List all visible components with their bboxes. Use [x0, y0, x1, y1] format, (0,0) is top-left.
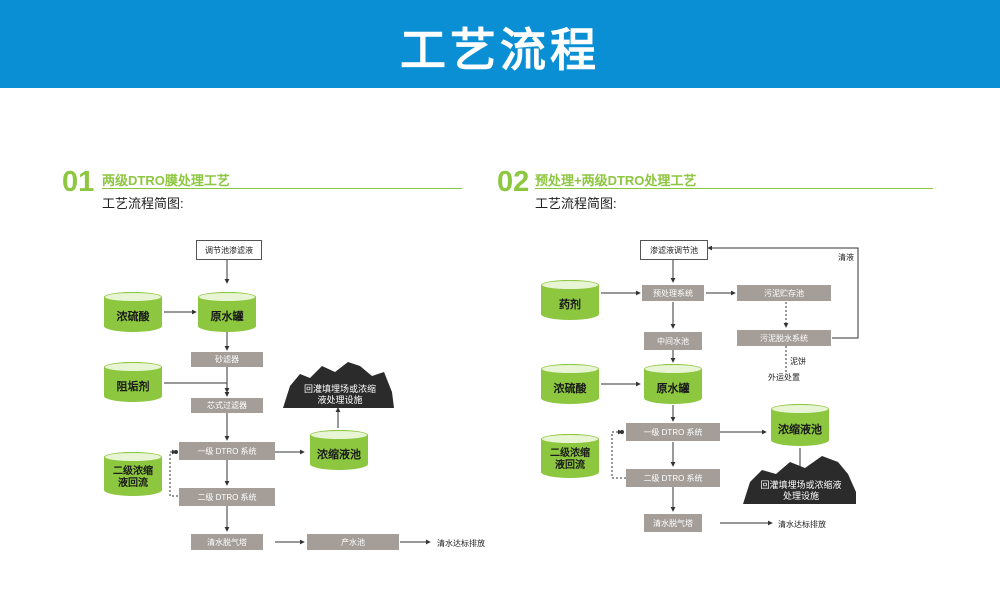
section2-subtitle: 工艺流程简图:	[535, 196, 617, 211]
section1-number: 01	[62, 166, 95, 198]
reflux-loop-1	[169, 449, 178, 497]
node-clear-liquid: 清液	[838, 253, 854, 262]
node-product-pool: 产水池	[307, 534, 399, 550]
section1-subtitle: 工艺流程简图:	[102, 196, 184, 211]
node-reinjection-2: 回灌填埋场或浓缩液处理设施	[760, 480, 842, 501]
node-reflux-label: 二级浓缩液回流	[113, 466, 153, 489]
node-antiscalant-label: 阻垢剂	[116, 381, 150, 393]
node-dtro1-2: 一级 DTRO 系统	[626, 423, 720, 441]
node-external: 外运处置	[768, 373, 800, 382]
node-degas: 清水脱气塔	[191, 534, 263, 550]
section1-rule	[102, 188, 462, 189]
node-sulfuric-acid-label: 浓硫酸	[116, 311, 150, 323]
node-dtro1: 一级 DTRO 系统	[179, 442, 275, 460]
node-sulfuric-acid-2-label: 浓硫酸	[553, 383, 587, 395]
node-concentrate-pool-label: 浓缩液池	[317, 449, 361, 461]
node-reinjection: 回灌填埋场或浓缩液处理设施	[303, 384, 376, 405]
node-chemicals-label: 药剂	[559, 299, 581, 311]
node-pretreatment: 预处理系统	[642, 285, 704, 301]
node-concentrate-pool: 浓缩液池	[310, 430, 368, 470]
node-reflux-2-label: 二级浓缩液回流	[550, 448, 590, 471]
node-dtro2: 二级 DTRO 系统	[179, 488, 275, 506]
node-sulfuric-acid: 浓硫酸	[104, 292, 162, 332]
node-concentrate-pool-2: 浓缩液池	[771, 404, 829, 446]
node-antiscalant: 阻垢剂	[104, 362, 162, 402]
section1-title: 两级DTRO膜处理工艺	[102, 173, 230, 188]
page-title: 工艺流程	[400, 24, 600, 76]
arrow-antiscalant	[164, 382, 230, 393]
node-discharge: 清水达标排放	[437, 539, 485, 548]
node-sludge-dewater: 污泥脱水系统	[737, 330, 831, 346]
node-sulfuric-acid-2: 浓硫酸	[541, 364, 599, 404]
node-degas-2: 清水脱气塔	[644, 514, 702, 532]
node-reflux: 二级浓缩液回流	[104, 452, 162, 496]
node-dtro2-2: 二级 DTRO 系统	[626, 469, 720, 487]
node-regulating-pool: 调节池渗滤液	[196, 240, 262, 260]
node-leachate-pool: 渗滤液调节池	[640, 240, 708, 260]
reflux-loop-2	[611, 429, 626, 479]
node-cartridge-filter: 芯式过滤器	[191, 398, 263, 413]
section2-title: 预处理+两级DTRO处理工艺	[535, 173, 697, 188]
arrow-clear-liquid-return	[707, 245, 859, 339]
node-middle-pool: 中间水池	[644, 332, 702, 350]
node-chemicals: 药剂	[541, 280, 599, 320]
node-raw-tank-label: 原水罐	[210, 311, 244, 323]
node-discharge-2: 清水达标排放	[778, 520, 826, 529]
node-concentrate-pool-2-label: 浓缩液池	[778, 424, 822, 436]
node-mud-cake: 泥饼	[790, 357, 806, 366]
header-banner: 工艺流程	[0, 0, 1000, 88]
section2-number: 02	[497, 166, 530, 198]
node-raw-tank-2: 原水罐	[644, 364, 702, 404]
node-raw-tank-2-label: 原水罐	[656, 383, 690, 395]
node-reflux-2: 二级浓缩液回流	[541, 434, 599, 478]
section2-rule	[535, 188, 933, 189]
reflux-dot-2	[620, 430, 624, 434]
rock-shape-2	[743, 456, 856, 504]
rock-shape-1	[283, 362, 394, 408]
node-raw-tank: 原水罐	[198, 292, 256, 332]
node-sludge-storage: 污泥贮存池	[737, 285, 831, 301]
reflux-dot-1	[174, 450, 178, 454]
node-sand-filter: 砂滤器	[191, 352, 263, 367]
